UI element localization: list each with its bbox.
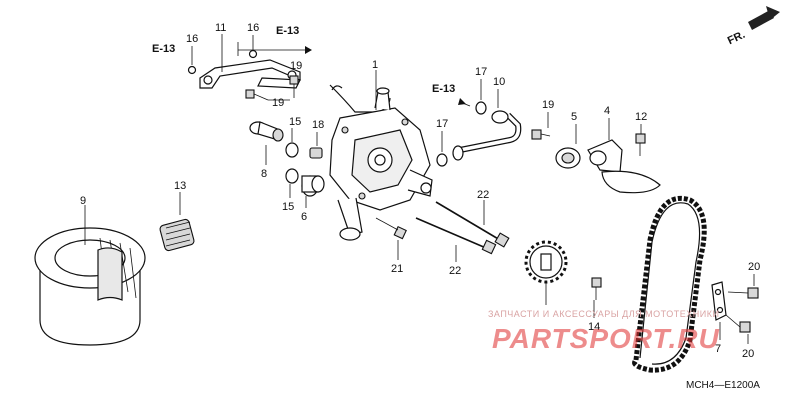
diagram-code: MCH4—E1200A xyxy=(686,380,760,391)
label-part-1: 1 xyxy=(372,59,378,71)
label-part-15a: 15 xyxy=(289,116,301,128)
label-part-6: 6 xyxy=(301,211,307,223)
o-ring-16a xyxy=(187,65,197,75)
bolt-19a xyxy=(289,75,299,98)
label-part-4: 4 xyxy=(604,105,610,117)
bolt-14 xyxy=(591,277,602,300)
label-part-19a: 19 xyxy=(290,60,302,72)
label-part-16a: 16 xyxy=(186,33,198,45)
label-part-10: 10 xyxy=(493,76,505,88)
label-part-8: 8 xyxy=(261,168,267,180)
front-direction-arrow xyxy=(748,6,780,30)
dowel-pin-18 xyxy=(309,147,323,159)
label-part-19c: 19 xyxy=(542,99,554,111)
bolt-22a xyxy=(435,201,510,248)
label-part-9: 9 xyxy=(80,195,86,207)
oil-strainer-joint xyxy=(249,121,284,142)
seal-5 xyxy=(555,147,581,169)
label-part-5: 5 xyxy=(571,111,577,123)
ref-e13-left: E-13 xyxy=(152,43,175,55)
ref-e13-top: E-13 xyxy=(276,25,299,37)
label-part-11: 11 xyxy=(215,22,226,34)
cam-chain xyxy=(632,196,707,373)
bolt-21 xyxy=(375,217,407,240)
label-part-18: 18 xyxy=(312,119,324,131)
o-ring-17a xyxy=(475,101,487,115)
bolt-20b xyxy=(725,314,751,333)
label-part-22b: 22 xyxy=(449,265,461,277)
filter-bolt xyxy=(159,218,195,252)
bolt-19b xyxy=(245,89,269,101)
label-part-7: 7 xyxy=(715,343,721,355)
drive-sprocket xyxy=(524,240,568,284)
label-part-17b: 17 xyxy=(436,118,448,130)
label-part-15b: 15 xyxy=(282,201,294,213)
ref-e13-mid: E-13 xyxy=(432,83,455,95)
oil-pump-assembly xyxy=(329,84,433,241)
label-part-20b: 20 xyxy=(742,348,754,360)
o-ring-15a xyxy=(285,142,299,158)
label-part-19b: 19 xyxy=(272,97,284,109)
label-part-13: 13 xyxy=(174,180,186,192)
collar-6 xyxy=(301,175,325,197)
label-part-22a: 22 xyxy=(477,189,489,201)
o-ring-15b xyxy=(285,168,299,184)
label-part-16b: 16 xyxy=(247,22,259,34)
bolt-12 xyxy=(635,133,646,156)
o-ring-17b xyxy=(436,153,448,167)
front-direction-label: FR. xyxy=(726,29,747,47)
o-ring-16b xyxy=(248,49,258,59)
label-part-20a: 20 xyxy=(748,261,760,273)
oil-pipe-bracket xyxy=(199,59,301,89)
bolt-19c xyxy=(531,129,551,140)
oil-filter xyxy=(34,227,146,346)
watermark-brand: PARTSPORT.RU xyxy=(492,323,720,354)
bolt-20a xyxy=(727,287,759,299)
watermark-tagline: ЗАПЧАСТИ И АКСЕССУАРЫ ДЛЯ МОТОТЕХНИКИ xyxy=(488,309,719,319)
oil-strainer-4 xyxy=(587,139,661,194)
label-part-17a: 17 xyxy=(475,66,487,78)
bolt-22b xyxy=(415,217,497,255)
oil-pipe-10 xyxy=(452,110,522,161)
label-part-21: 21 xyxy=(391,263,403,275)
label-part-12: 12 xyxy=(635,111,647,123)
label-part-14: 14 xyxy=(588,321,600,333)
